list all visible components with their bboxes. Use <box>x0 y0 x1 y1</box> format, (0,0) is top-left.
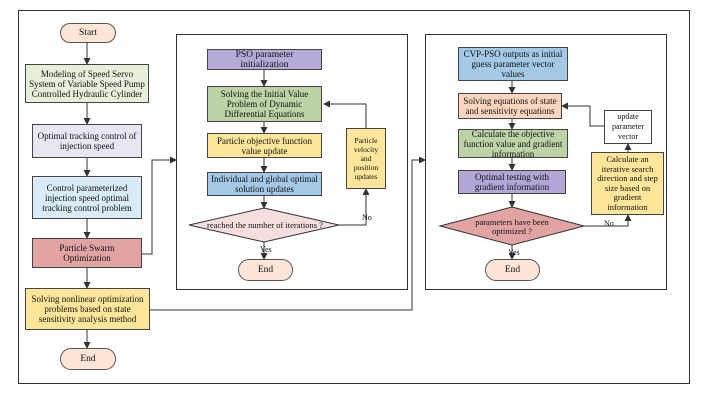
solving-nonlinear-box: Solving nonlinear optimization problems … <box>25 288 150 330</box>
pso-box: Particle Swarm Optimization <box>32 238 142 268</box>
update-vector-box: update parameter vector <box>604 110 652 144</box>
optimal-updates-box: Individual and global optimal solution u… <box>207 172 322 196</box>
end-terminal-left: End <box>60 348 116 370</box>
no-label-middle: No <box>362 213 372 222</box>
optimal-tracking-box: Optimal tracking control of injection sp… <box>32 124 142 158</box>
decision-iterations-label: reached the number of iterations ? <box>207 219 323 230</box>
start-terminal: Start <box>60 23 116 43</box>
decision-optimized-label: parameters have been optimized ? <box>475 217 549 236</box>
optimal-testing-box: Optimal testing with gradient informatio… <box>458 170 566 194</box>
search-direction-box: Calculate an iterative search direction … <box>591 152 664 215</box>
no-label-right: No <box>604 219 614 228</box>
pso-init-box: PSO parameter initialization <box>207 49 322 70</box>
control-parameterized-box: Control parameterized injection speed op… <box>32 176 142 219</box>
end-terminal-right: End <box>485 259 540 281</box>
end-terminal-middle: End <box>238 259 293 281</box>
modeling-box: Modeling of Speed Servo System of Variab… <box>25 64 149 103</box>
objective-update-box: Particle objective function value update <box>207 133 322 158</box>
yes-label-middle: Yes <box>260 245 272 254</box>
cvp-output-box: CVP-PSO outputs as initial guess paramet… <box>458 47 568 81</box>
state-equations-box: Solving equations of state and sensitivi… <box>458 93 562 119</box>
velocity-update-box: Particle velocity and position updates <box>346 128 386 189</box>
yes-label-right: Yes <box>508 248 520 257</box>
ivp-box: Solving the Initial Value Problem of Dyn… <box>207 86 322 122</box>
gradient-info-box: Calculate the objective function value a… <box>458 129 568 159</box>
diagram-frame <box>18 10 690 384</box>
